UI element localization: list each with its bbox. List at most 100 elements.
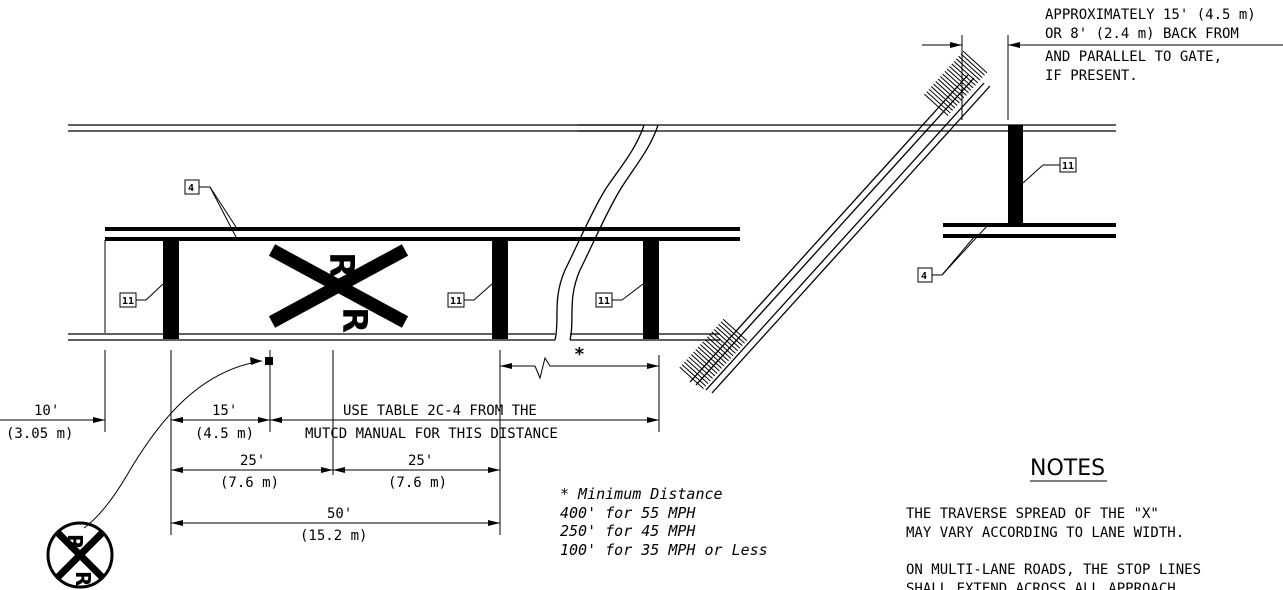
railroad-tie xyxy=(937,78,963,101)
railroad-tie xyxy=(695,349,720,372)
svg-text:R: R xyxy=(71,571,95,586)
svg-text:R: R xyxy=(63,534,87,549)
railroad-tie xyxy=(715,326,741,349)
railroad-tie xyxy=(930,86,956,109)
railroad-tie xyxy=(713,328,739,352)
railroad-tie xyxy=(942,73,967,96)
railroad-tie xyxy=(926,91,951,114)
dim-10ft: 10' (3.05 m) xyxy=(0,403,105,442)
svg-text:* Minimum Distance: * Minimum Distance xyxy=(560,485,723,503)
railroad-tie xyxy=(935,81,960,104)
road-edges xyxy=(68,124,1116,341)
railroad-tie xyxy=(933,83,958,106)
railroad-tie xyxy=(955,58,981,81)
railroad-tie xyxy=(939,76,965,99)
svg-text:*: * xyxy=(574,344,585,365)
svg-text:SHALL EXTEND ACROSS ALL APPROA: SHALL EXTEND ACROSS ALL APPROACH xyxy=(906,581,1176,590)
callout-4-right: 4 xyxy=(917,224,989,283)
railroad-tie xyxy=(706,336,732,359)
svg-text:USE TABLE 2C-4 FROM THE: USE TABLE 2C-4 FROM THE xyxy=(343,403,537,419)
rxr-letter-bottom: R xyxy=(334,307,374,333)
svg-text:11: 11 xyxy=(1062,161,1074,172)
railroad-tie xyxy=(928,88,953,111)
svg-text:11: 11 xyxy=(450,296,462,307)
svg-text:400' for 55 MPH: 400' for 55 MPH xyxy=(560,504,696,522)
svg-text:4: 4 xyxy=(921,271,927,282)
top-note-line-4: IF PRESENT. xyxy=(1045,68,1138,84)
svg-text:50': 50' xyxy=(327,506,352,522)
railroad-tie xyxy=(944,71,969,94)
svg-text:11: 11 xyxy=(598,296,610,307)
railroad-ties-bottom xyxy=(679,318,748,389)
notes-block: NOTES THE TRAVERSE SPREAD OF THE "X" MAY… xyxy=(906,456,1201,590)
edge-line-left xyxy=(105,227,740,241)
svg-text:4: 4 xyxy=(188,183,194,194)
svg-text:15': 15' xyxy=(212,403,237,419)
svg-text:10': 10' xyxy=(34,403,59,419)
railroad-tie xyxy=(718,323,743,347)
svg-text:25': 25' xyxy=(408,453,433,469)
sign-leader xyxy=(83,350,273,529)
railroad-tie xyxy=(686,359,711,382)
svg-text:(4.5 m): (4.5 m) xyxy=(195,426,254,442)
railroad-tie xyxy=(681,364,707,387)
railroad-tie xyxy=(690,354,716,377)
railroad-tie xyxy=(684,361,709,384)
svg-text:25': 25' xyxy=(240,453,265,469)
railroad-tie xyxy=(951,63,976,86)
railroad-tie xyxy=(688,356,713,379)
svg-text:100' for 35 MPH or Less: 100' for 35 MPH or Less xyxy=(560,541,768,559)
railroad-tie xyxy=(704,339,729,362)
callout-4-top: 4 xyxy=(184,179,237,238)
top-note-line-1: APPROXIMATELY 15' (4.5 m) xyxy=(1045,7,1256,23)
svg-text:(7.6 m): (7.6 m) xyxy=(220,475,279,491)
gate-offset-dimension xyxy=(922,35,1283,120)
railroad-tie xyxy=(960,53,985,76)
svg-text:(7.6 m): (7.6 m) xyxy=(388,475,447,491)
callout-11-center: 11 xyxy=(447,283,493,308)
rxr-sign-icon: R R xyxy=(46,521,114,589)
svg-text:THE TRAVERSE SPREAD OF THE "X": THE TRAVERSE SPREAD OF THE "X" xyxy=(906,506,1159,522)
railroad-tie xyxy=(679,366,704,389)
railroad-tie xyxy=(709,334,734,357)
top-note: APPROXIMATELY 15' (4.5 m) OR 8' (2.4 m) … xyxy=(1045,7,1256,84)
railroad-tie xyxy=(953,60,979,84)
dim-use-table: USE TABLE 2C-4 FROM THE MUTCD MANUAL FOR… xyxy=(270,403,659,442)
railroad-tie xyxy=(699,344,725,367)
notes-heading: NOTES xyxy=(1030,456,1105,481)
svg-text:11: 11 xyxy=(122,296,134,307)
railroad-tie xyxy=(722,318,748,342)
min-distance-table: * Minimum Distance 400' for 55 MPH 250' … xyxy=(560,485,768,559)
transverse-bars xyxy=(163,125,1023,339)
rxr-letter-top: R xyxy=(321,252,361,278)
railroad-tie xyxy=(962,50,988,74)
railroad-tie xyxy=(946,68,972,91)
dim-min-distance: * xyxy=(500,344,659,380)
edge-line-right xyxy=(943,223,1116,238)
railroad-tie xyxy=(711,331,736,354)
rxr-x-marking: R R xyxy=(268,244,409,333)
railroad-tie xyxy=(958,55,983,79)
svg-text:250' for 45 MPH: 250' for 45 MPH xyxy=(560,522,696,540)
svg-text:ON MULTI-LANE ROADS, THE STOP: ON MULTI-LANE ROADS, THE STOP LINES xyxy=(906,562,1201,578)
top-note-line-2: OR 8' (2.4 m) BACK FROM xyxy=(1045,26,1239,42)
callout-11-left: 11 xyxy=(119,283,164,308)
railroad-tie xyxy=(702,341,727,364)
railroad-tie xyxy=(924,93,949,116)
railroad-ties-top xyxy=(924,50,988,116)
callout-11-top-right: 11 xyxy=(1022,157,1077,184)
callout-11-right: 11 xyxy=(595,283,644,308)
railroad-tie xyxy=(949,66,974,89)
railroad-tie xyxy=(697,346,723,369)
svg-text:(15.2 m): (15.2 m) xyxy=(300,528,367,544)
svg-text:(3.05 m): (3.05 m) xyxy=(6,426,73,442)
svg-text:MUTCD MANUAL FOR THIS DISTANCE: MUTCD MANUAL FOR THIS DISTANCE xyxy=(305,426,558,442)
svg-text:MAY VARY ACCORDING TO LANE WID: MAY VARY ACCORDING TO LANE WIDTH. xyxy=(906,525,1184,541)
dim-25ft-pair: 25' (7.6 m) 25' (7.6 m) xyxy=(171,453,500,491)
extension-lines xyxy=(104,240,660,535)
top-note-line-3: AND PARALLEL TO GATE, xyxy=(1045,49,1222,65)
railroad-tie xyxy=(720,321,745,344)
dim-50ft: 50' (15.2 m) xyxy=(171,506,500,544)
dim-15ft: 15' (4.5 m) xyxy=(171,403,270,442)
